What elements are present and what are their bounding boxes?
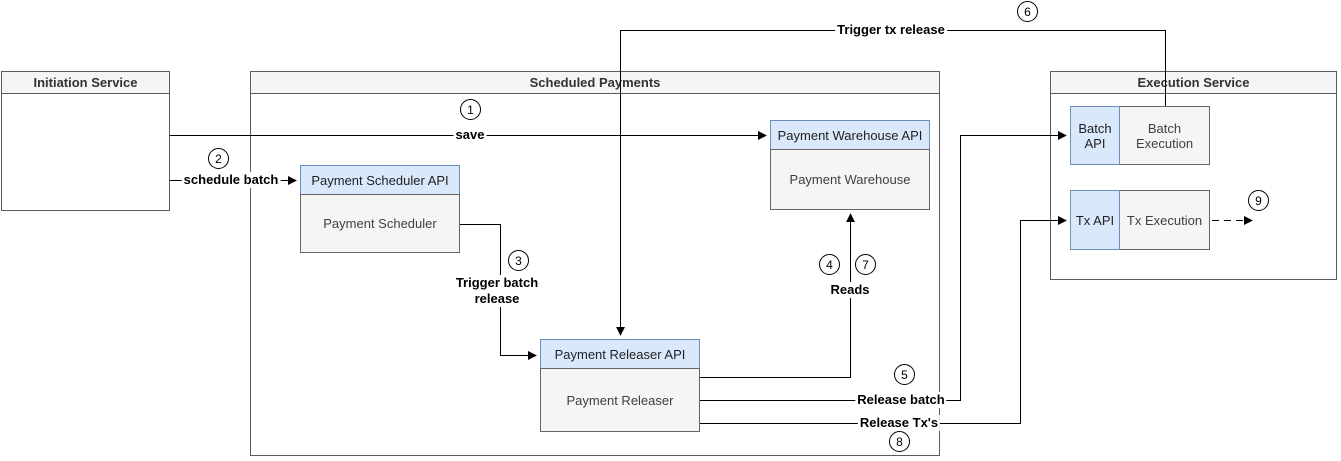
step-badge-6: 6 <box>1017 1 1038 22</box>
container-scheduled-header: Scheduled Payments <box>251 72 939 94</box>
node-payment-releaser: Payment Releaser API Payment Releaser <box>540 339 700 432</box>
step-badge-9: 9 <box>1248 190 1269 211</box>
node-tx-execution-cell: Tx Execution <box>1120 190 1210 250</box>
step-badge-7: 7 <box>855 254 876 275</box>
edge-label-reads: Reads <box>828 282 872 298</box>
edge-trigger-tx-release-arrow <box>616 30 1166 336</box>
edge-label-save: save <box>453 127 487 143</box>
step-badge-4: 4 <box>819 254 840 275</box>
edge-label-schedule-batch: schedule batch <box>181 172 281 188</box>
node-payment-scheduler-body: Payment Scheduler <box>300 194 460 253</box>
node-tx-api-cell: Tx API <box>1070 190 1120 250</box>
container-initiation-title: Initiation Service <box>33 75 138 90</box>
node-batch-execution: Batch API Batch Execution <box>1070 106 1210 165</box>
edge-label-release-batch: Release batch <box>855 392 947 408</box>
step-badge-5: 5 <box>894 364 915 385</box>
edge-label-trigger-tx-release: Trigger tx release <box>835 22 947 38</box>
node-payment-releaser-body: Payment Releaser <box>540 368 700 432</box>
node-payment-scheduler: Payment Scheduler API Payment Scheduler <box>300 165 460 253</box>
node-payment-warehouse: Payment Warehouse API Payment Warehouse <box>770 120 930 210</box>
node-payment-warehouse-body: Payment Warehouse <box>770 149 930 210</box>
container-scheduled-title: Scheduled Payments <box>529 75 661 90</box>
node-payment-releaser-api-header: Payment Releaser API <box>540 339 700 369</box>
node-batch-api-cell: Batch API <box>1070 106 1120 165</box>
step-badge-2: 2 <box>208 148 229 169</box>
edge-release-batch-arrow <box>700 131 1067 401</box>
edge-reads-arrow <box>700 213 855 378</box>
step-badge-1: 1 <box>460 99 481 120</box>
node-payment-scheduler-api-header: Payment Scheduler API <box>300 165 460 195</box>
node-batch-execution-cell: Batch Execution <box>1120 106 1210 165</box>
node-payment-warehouse-api-header: Payment Warehouse API <box>770 120 930 150</box>
edge-label-trigger-batch-release: Trigger batch release <box>445 275 549 307</box>
container-initiation-header: Initiation Service <box>2 72 169 94</box>
container-initiation-service: Initiation Service <box>1 71 170 211</box>
step-badge-8: 8 <box>889 431 910 452</box>
node-tx-execution: Tx API Tx Execution <box>1070 190 1210 250</box>
step-badge-3: 3 <box>508 250 529 271</box>
edge-label-release-txs: Release Tx's <box>857 415 941 431</box>
